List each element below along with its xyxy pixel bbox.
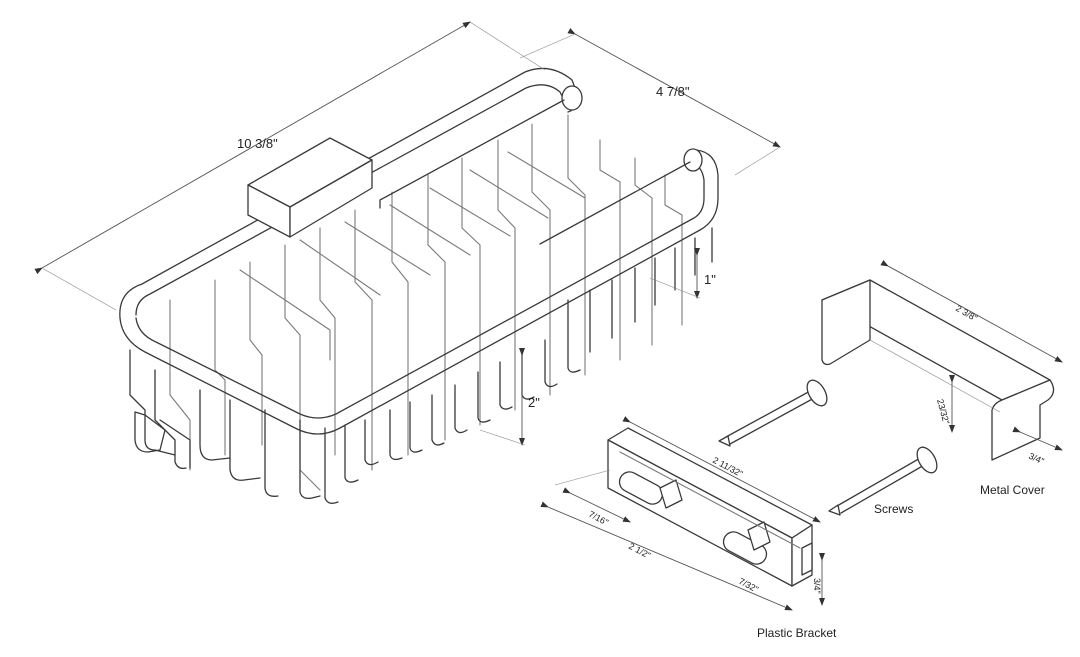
dim-bracket-overall: 2 1/2" bbox=[627, 541, 652, 561]
plastic-bracket: 2 11/32" 7/16" 2 1/2" 7/32" 3/4" Plastic… bbox=[540, 416, 837, 640]
dim-back-height: 2" bbox=[528, 395, 540, 410]
dim-basket-length: 10 3/8" bbox=[237, 136, 278, 151]
label-plastic-bracket: Plastic Bracket bbox=[757, 626, 837, 640]
dim-front-height: 1" bbox=[704, 272, 716, 287]
metal-cover: 2 3/8" 23/32" 3/4" Metal Cover bbox=[821, 259, 1063, 497]
screw-upper bbox=[718, 379, 828, 447]
dim-basket-depth: 4 7/8" bbox=[656, 84, 690, 99]
screws: Screws bbox=[718, 379, 938, 516]
basket-dimensions: 10 3/8" 4 7/8" 1" 2" bbox=[34, 21, 781, 446]
dim-cover-length: 2 3/8" bbox=[954, 303, 979, 323]
dim-bracket-height: 3/4" bbox=[812, 578, 822, 594]
basket-front-loops bbox=[129, 227, 713, 504]
dim-cover-height: 23/32" bbox=[935, 398, 951, 425]
screw-lower bbox=[828, 446, 938, 516]
label-metal-cover: Metal Cover bbox=[980, 483, 1045, 497]
basket-rim bbox=[119, 67, 719, 435]
dim-cover-depth: 3/4" bbox=[1027, 451, 1045, 467]
basket-mount-block bbox=[247, 137, 373, 238]
basket-ribs bbox=[169, 114, 683, 491]
label-screws: Screws bbox=[874, 502, 913, 516]
